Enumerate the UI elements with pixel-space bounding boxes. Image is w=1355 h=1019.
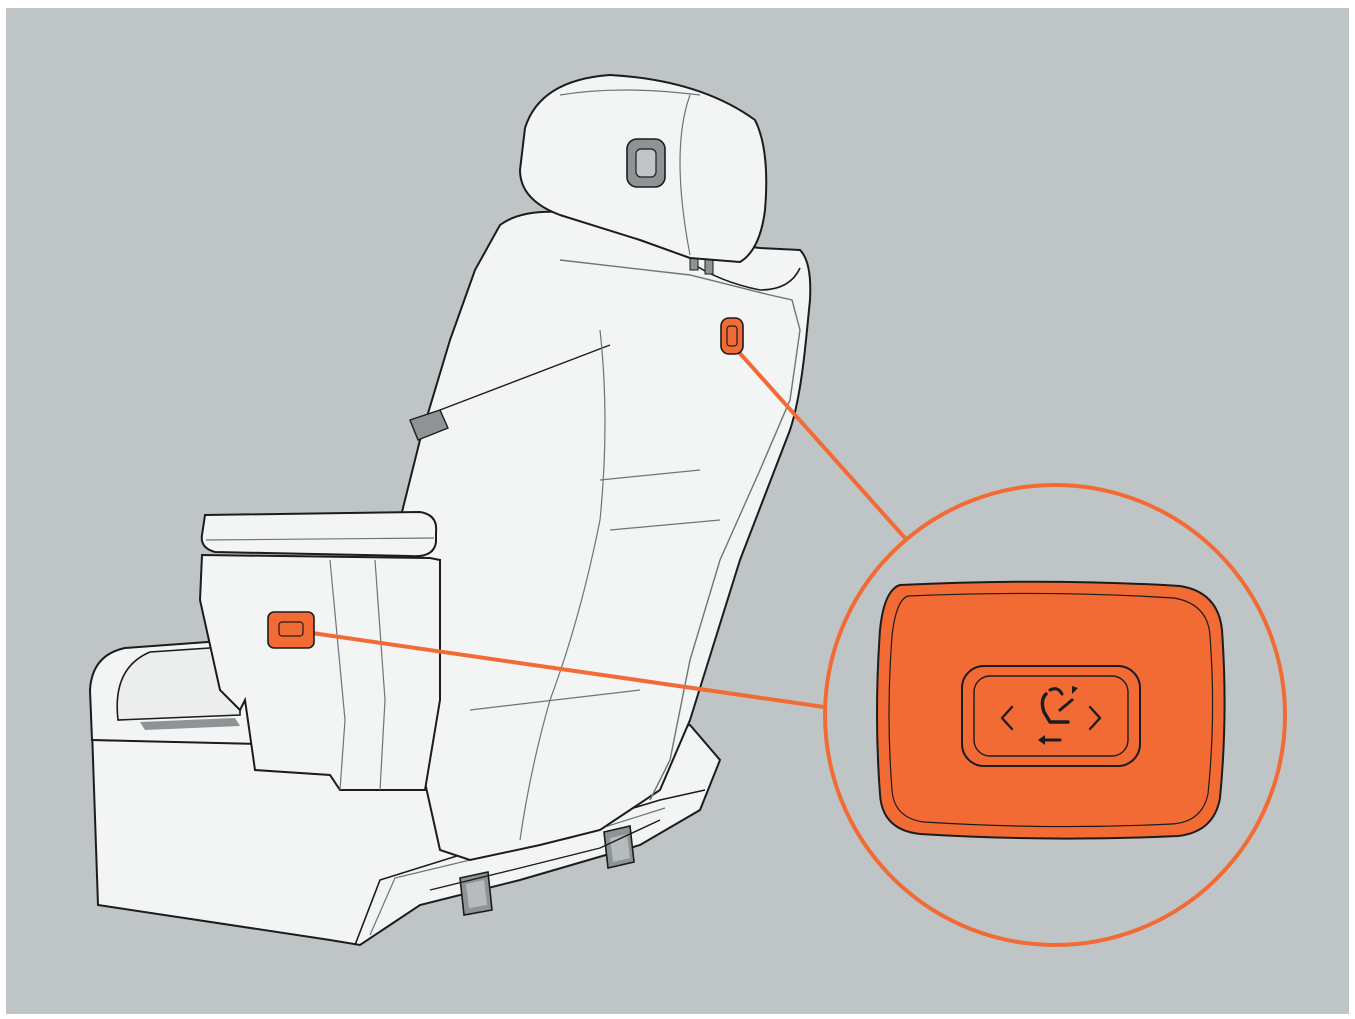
side-button[interactable] <box>268 612 314 648</box>
headrest-button[interactable] <box>627 139 665 187</box>
armrest-pad <box>202 512 436 556</box>
rail-foot-rear <box>604 826 634 868</box>
seatback-button[interactable] <box>721 318 743 354</box>
magnified-callout <box>825 485 1285 945</box>
control-switch-enlarged[interactable] <box>962 666 1140 766</box>
